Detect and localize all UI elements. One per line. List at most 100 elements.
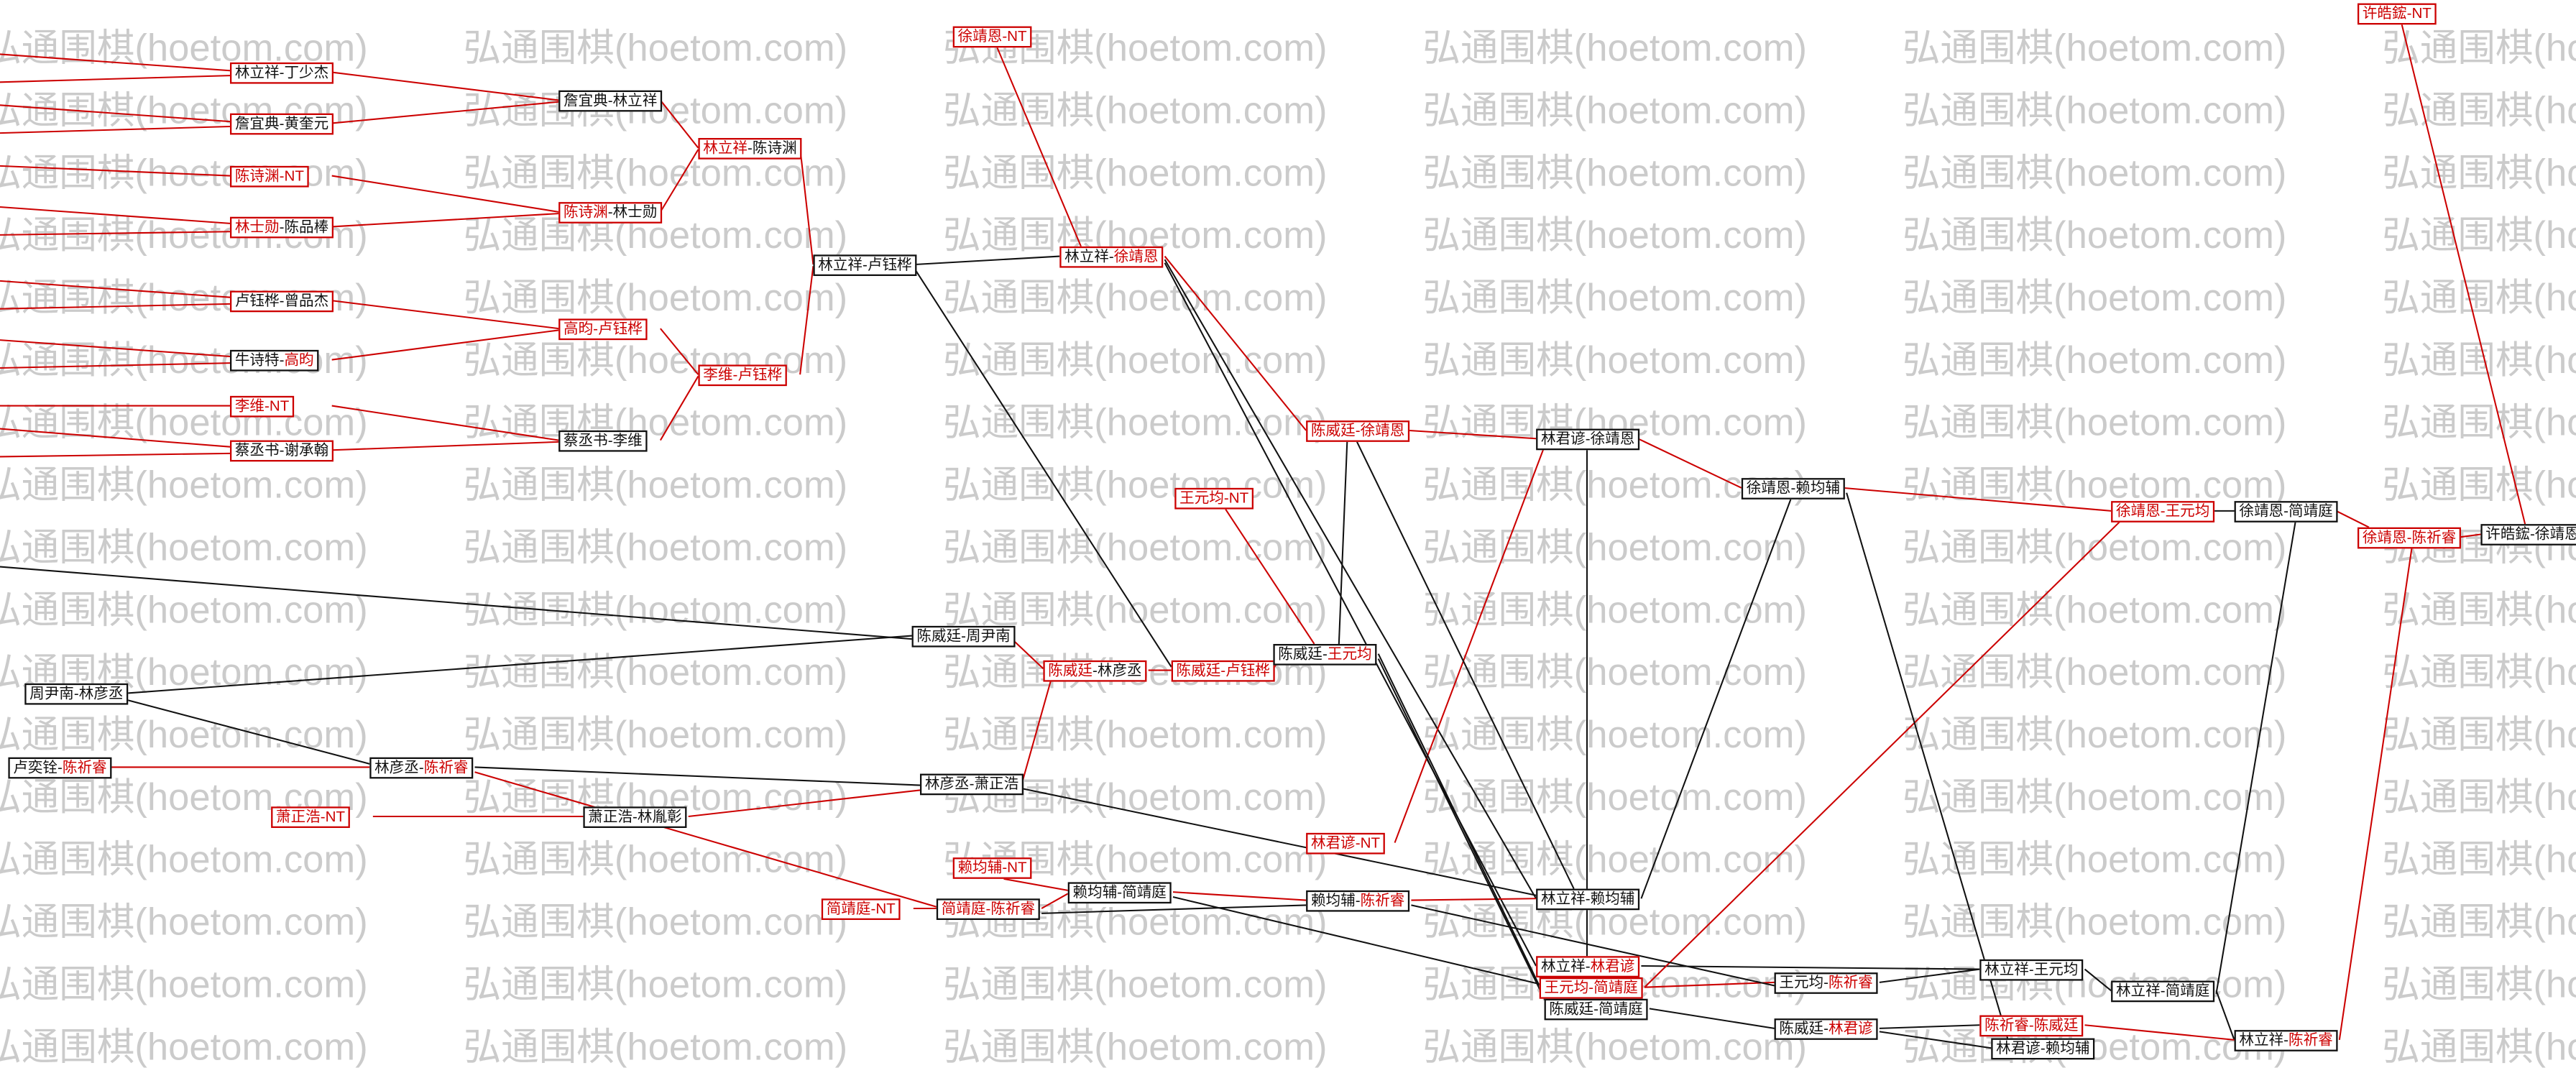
watermark-text: 弘通围棋(hoetom.com) — [1902, 151, 2287, 194]
bracket-edge — [996, 47, 1082, 247]
bracket-edge — [0, 452, 231, 458]
bracket-edge — [2335, 510, 2370, 528]
watermark-text: 弘通围棋(hoetom.com) — [942, 525, 1328, 568]
watermark-text: 弘通围棋(hoetom.com) — [463, 525, 848, 568]
bracket-edge — [799, 147, 814, 265]
watermark-text: 弘通围棋(hoetom.com) — [0, 400, 368, 444]
watermark-text: 弘通围棋(hoetom.com) — [2382, 900, 2576, 943]
watermark-text: 弘通围棋(hoetom.com) — [0, 588, 368, 631]
watermark-text: 弘通围棋(hoetom.com) — [1422, 1025, 1807, 1068]
watermark-text: 弘通围棋(hoetom.com) — [0, 900, 368, 943]
watermark-text: 弘通围棋(hoetom.com) — [463, 837, 848, 881]
watermark-text: 弘通围棋(hoetom.com) — [1422, 275, 1807, 319]
bracket-edge — [0, 303, 231, 310]
watermark-text: 弘通围棋(hoetom.com) — [1902, 775, 2287, 819]
bracket-edge — [1637, 438, 1742, 489]
bracket-edge — [1225, 509, 1315, 645]
watermark-text: 弘通围棋(hoetom.com) — [1422, 213, 1807, 257]
bracket-edge — [2338, 548, 2413, 1040]
bracket-edge — [2084, 1024, 2235, 1041]
bracket-edge — [1649, 1008, 1775, 1029]
watermark-text: 弘通围棋(hoetom.com) — [0, 525, 368, 568]
bracket-edge — [0, 53, 231, 72]
bracket-edge — [331, 405, 559, 441]
watermark-text: 弘通围棋(hoetom.com) — [1422, 712, 1807, 756]
watermark-text: 弘通围棋(hoetom.com) — [2382, 837, 2576, 881]
bracket-edge — [1172, 896, 1540, 985]
watermark-text: 弘通围棋(hoetom.com) — [1902, 213, 2287, 257]
watermark-text: 弘通围棋(hoetom.com) — [942, 1025, 1328, 1068]
watermark-text: 弘通围棋(hoetom.com) — [0, 463, 368, 506]
watermark-text: 弘通围棋(hoetom.com) — [942, 463, 1328, 506]
bracket-edge — [1041, 904, 1307, 914]
bracket-edge — [0, 280, 231, 298]
bracket-edge — [0, 206, 231, 224]
bracket-edge — [331, 71, 559, 101]
watermark-text: 弘通围棋(hoetom.com) — [2382, 213, 2576, 257]
bracket-edge — [659, 149, 699, 213]
watermark-text: 弘通围棋(hoetom.com) — [0, 26, 368, 69]
bracket-edge — [1021, 678, 1052, 784]
bracket-edge — [2401, 24, 2526, 525]
bracket-edge — [2084, 968, 2112, 992]
bracket-edge — [1272, 656, 1282, 669]
watermark-text: 弘通围棋(hoetom.com) — [2382, 275, 2576, 319]
bracket-edge — [1021, 788, 1537, 896]
watermark-text: 弘通围棋(hoetom.com) — [1902, 712, 2287, 756]
bracket-edge — [1356, 441, 1575, 890]
watermark-text: 弘通围棋(hoetom.com) — [2382, 962, 2576, 1005]
bracket-edge — [474, 771, 937, 908]
bracket-edge — [0, 231, 231, 236]
bracket-edge — [1644, 981, 1775, 988]
bracket-edge — [1644, 513, 2128, 988]
bracket-edge — [331, 329, 559, 361]
bracket-edge — [915, 255, 1060, 266]
watermark-text: 弘通围棋(hoetom.com) — [942, 400, 1328, 444]
watermark-text: 弘通围棋(hoetom.com) — [1422, 26, 1807, 69]
watermark-text: 弘通围棋(hoetom.com) — [463, 900, 848, 943]
bracket-edge — [474, 766, 921, 786]
bracket-edge — [331, 300, 559, 330]
bracket-edge — [0, 339, 231, 358]
bracket-edge — [0, 566, 912, 640]
watermark-text: 弘通围棋(hoetom.com) — [942, 712, 1328, 756]
bracket-edge — [331, 213, 559, 228]
bracket-edge — [0, 104, 231, 123]
bracket-edge — [1879, 968, 1980, 983]
bracket-edge — [659, 375, 699, 441]
watermark-text: 弘通围棋(hoetom.com) — [463, 463, 848, 506]
watermark-text: 弘通围棋(hoetom.com) — [1422, 775, 1807, 819]
watermark-text: 弘通围棋(hoetom.com) — [1902, 26, 2287, 69]
bracket-edge — [2459, 533, 2485, 538]
bracket-edge — [1003, 878, 1068, 891]
watermark-text: 弘通围棋(hoetom.com) — [2382, 650, 2576, 694]
watermark-text: 弘通围棋(hoetom.com) — [2382, 775, 2576, 819]
bracket-edge — [914, 269, 1172, 668]
watermark-text: 弘通围棋(hoetom.com) — [1902, 837, 2287, 881]
bracket-edge — [0, 75, 231, 83]
watermark-text: 弘通围棋(hoetom.com) — [2382, 712, 2576, 756]
watermark-text: 弘通围棋(hoetom.com) — [463, 26, 848, 69]
watermark-text: 弘通围棋(hoetom.com) — [463, 275, 848, 319]
watermark-text: 弘通围棋(hoetom.com) — [0, 962, 368, 1005]
bracket-edge — [1164, 255, 1307, 431]
watermark-text: 弘通围棋(hoetom.com) — [1902, 88, 2287, 132]
bracket-edge — [1377, 653, 1540, 986]
bracket-edge — [1879, 1024, 1980, 1029]
bracket-edge — [1172, 891, 1307, 901]
bracket-edge — [331, 101, 559, 124]
watermark-text: 弘通围棋(hoetom.com) — [942, 275, 1328, 319]
bracket-edge — [1041, 893, 1069, 909]
watermark-text: 弘通围棋(hoetom.com) — [463, 650, 848, 694]
bracket-edge — [660, 99, 699, 149]
bracket-edge — [1394, 446, 1545, 843]
bracket-edge — [1846, 492, 2009, 1039]
bracket-edge — [1411, 898, 1537, 901]
bracket-edge — [1164, 262, 1537, 967]
watermark-text: 弘通围棋(hoetom.com) — [463, 1025, 848, 1068]
bracket-edge — [1879, 1031, 1992, 1049]
watermark-text: 弘通围棋(hoetom.com) — [1902, 275, 2287, 319]
bracket-edge — [1407, 429, 1537, 440]
watermark-text: 弘通围棋(hoetom.com) — [1902, 400, 2287, 444]
bracket-edge — [0, 362, 231, 369]
